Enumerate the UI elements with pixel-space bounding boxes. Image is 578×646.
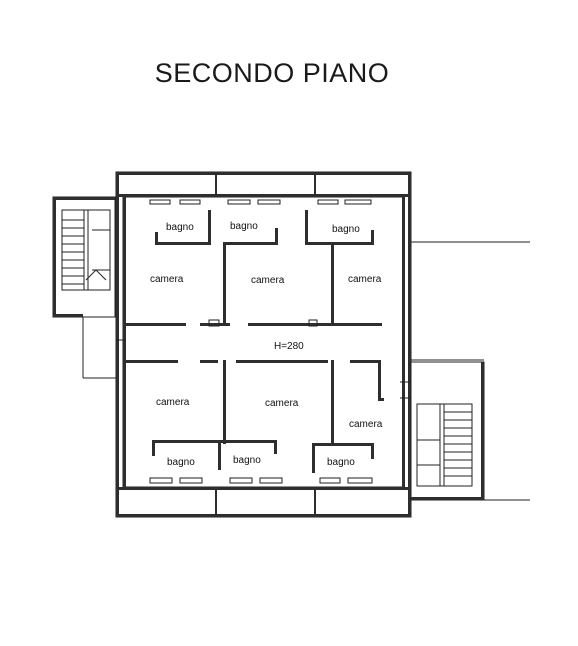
left-staircase bbox=[52, 196, 116, 379]
room-label-bagno: bagno bbox=[166, 222, 194, 233]
room-labels: bagno bagno bagno camera camera camera H… bbox=[150, 221, 383, 468]
room-label-camera: camera bbox=[348, 274, 382, 285]
room-label-camera: camera bbox=[251, 275, 285, 286]
room-label-bagno: bagno bbox=[327, 457, 355, 468]
page-title: SECONDO PIANO bbox=[154, 58, 390, 88]
room-label-camera: camera bbox=[150, 274, 184, 285]
interior-walls bbox=[116, 210, 411, 473]
height-label: H=280 bbox=[274, 341, 304, 352]
room-label-bagno: bagno bbox=[167, 457, 195, 468]
outer-walls bbox=[115, 171, 412, 518]
room-label-camera: camera bbox=[156, 397, 190, 408]
room-label-bagno: bagno bbox=[233, 455, 261, 466]
right-staircase bbox=[410, 361, 530, 501]
room-label-bagno: bagno bbox=[332, 224, 360, 235]
room-label-bagno: bagno bbox=[230, 221, 258, 232]
room-label-camera: camera bbox=[265, 398, 299, 409]
room-label-camera: camera bbox=[349, 419, 383, 430]
